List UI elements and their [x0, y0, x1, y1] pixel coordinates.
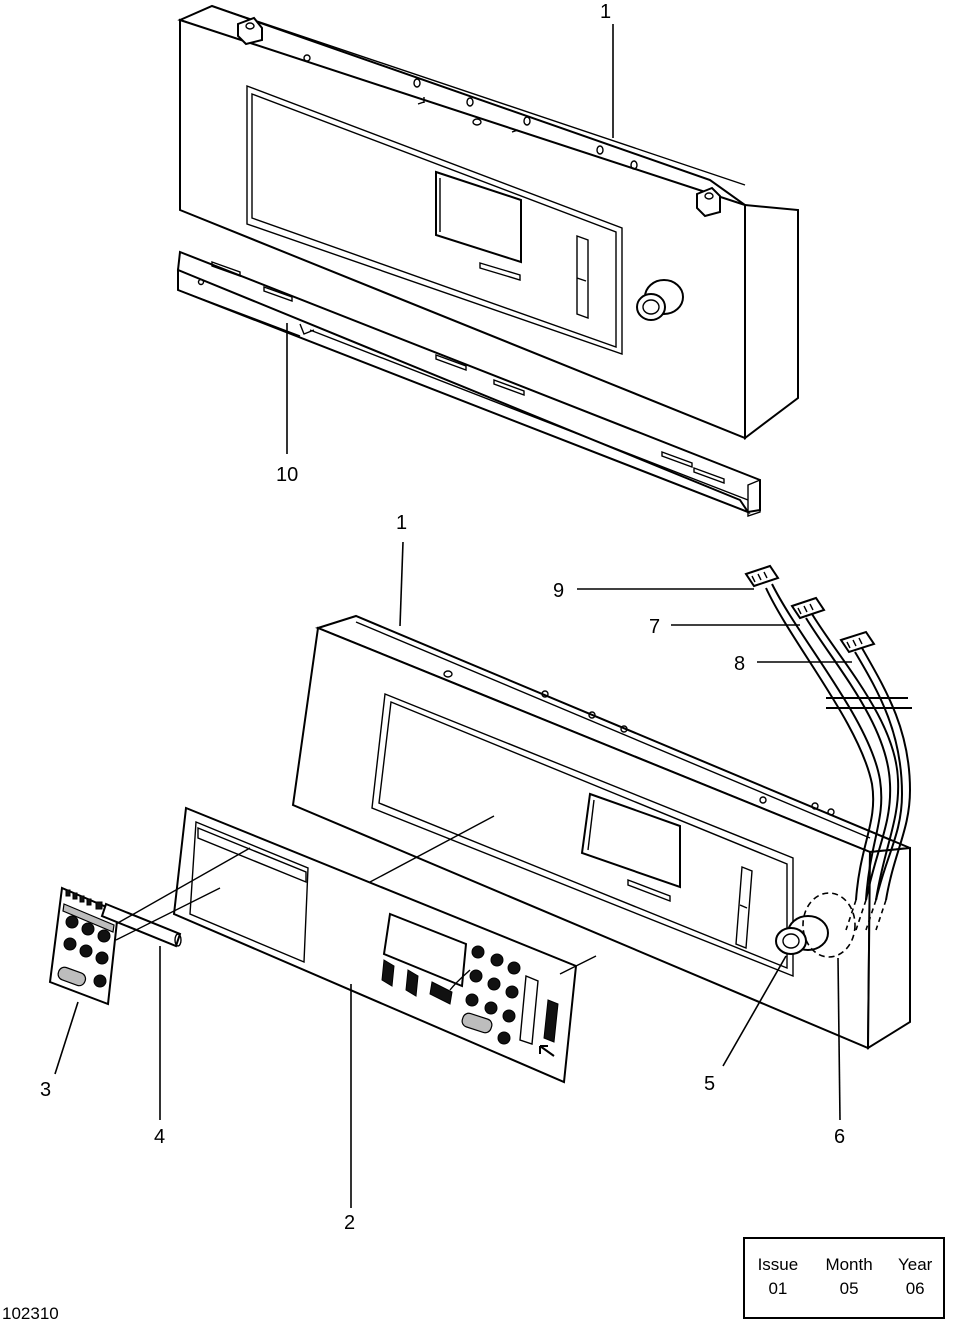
support-bracket	[176, 250, 761, 517]
lower-control-panel-housing	[291, 614, 911, 1050]
month-value: 05	[839, 1279, 859, 1298]
fascia-overlay	[172, 806, 578, 1084]
wiring-harness	[744, 564, 912, 931]
callout-4: 4	[154, 1126, 165, 1148]
callout-5: 5	[704, 1073, 715, 1095]
lens-strip	[100, 902, 182, 948]
callout-9: 9	[553, 580, 564, 602]
top-control-panel-housing	[177, 4, 799, 441]
callout-6: 6	[834, 1126, 845, 1148]
issue-box: Issue Month Year 01 05 06	[743, 1237, 945, 1319]
year-value: 06	[905, 1279, 925, 1298]
callout-8: 8	[734, 653, 745, 675]
callout-2: 2	[344, 1212, 355, 1234]
callout-3: 3	[40, 1079, 51, 1101]
month-header: Month	[825, 1255, 873, 1274]
drawing-number: 102310	[2, 1304, 59, 1323]
callout-1-mid: 1	[396, 512, 407, 534]
callout-7: 7	[649, 616, 660, 638]
callout-10: 10	[276, 464, 298, 486]
switch-connection-outline	[802, 892, 856, 958]
issue-header: Issue	[757, 1255, 799, 1274]
membrane-keypad	[48, 886, 120, 1006]
issue-value: 01	[768, 1279, 788, 1298]
year-header: Year	[897, 1255, 933, 1274]
issue-table: Issue Month Year 01 05 06	[745, 1253, 943, 1301]
callout-1-top: 1	[600, 1, 611, 23]
